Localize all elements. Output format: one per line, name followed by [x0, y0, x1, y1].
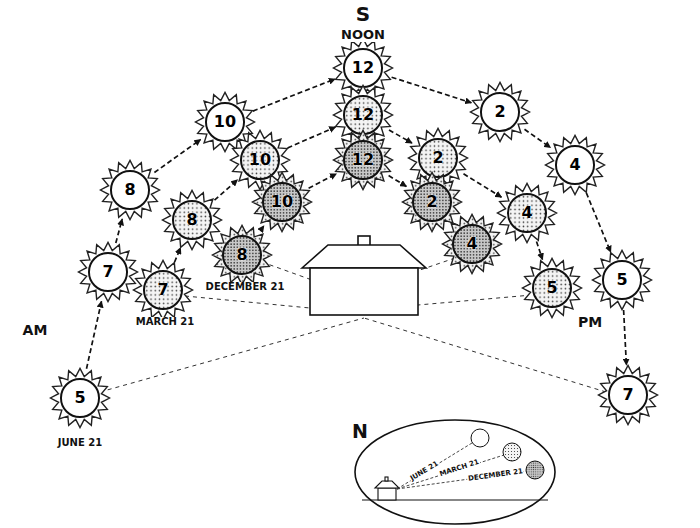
sun-path-arrow — [215, 180, 238, 200]
hour-number: 5 — [591, 249, 653, 311]
sun-path-arrow — [154, 140, 200, 173]
sun-path-arrow — [586, 193, 610, 252]
sun-circle: 12 — [332, 129, 394, 191]
direction-label: DECEMBER 21 — [205, 282, 286, 293]
sun-circle: 4 — [496, 182, 558, 244]
sun-path-arrow — [392, 77, 472, 103]
sun-path-arrow — [288, 127, 336, 148]
sun-path-arrow — [175, 248, 181, 263]
sun-circle: 2 — [469, 81, 531, 143]
sun-path-arrow — [624, 310, 627, 365]
sun-circle: 8 — [161, 189, 223, 251]
sun-path-arrow — [260, 226, 264, 231]
direction-label: N — [351, 422, 369, 442]
hour-number: 7 — [132, 259, 194, 321]
sun-path-arrow — [116, 219, 122, 243]
sun-circle: 8 — [211, 224, 273, 286]
hour-number: 5 — [521, 257, 583, 319]
sun-path-arrow — [389, 176, 407, 187]
direction-label: MARCH 21 — [135, 317, 196, 328]
hour-number: 7 — [77, 241, 139, 303]
hour-number: 7 — [597, 364, 659, 426]
direction-label: AM — [22, 323, 49, 338]
sun-circle: 5 — [49, 367, 111, 429]
sun-circle: 7 — [77, 241, 139, 303]
hour-number: 4 — [441, 213, 503, 275]
hour-number: 10 — [251, 171, 313, 233]
hour-number: 2 — [469, 81, 531, 143]
sun-circle: 4 — [441, 213, 503, 275]
hour-number: 8 — [161, 189, 223, 251]
hour-number: 4 — [496, 182, 558, 244]
hour-number: 8 — [99, 159, 161, 221]
sun-path-arrow — [464, 174, 502, 197]
hour-number: 5 — [49, 367, 111, 429]
direction-label: PM — [577, 315, 603, 330]
sun-path-arrow — [309, 174, 337, 188]
hour-number: 4 — [544, 134, 606, 196]
sun-path-arrow — [525, 129, 551, 147]
sun-path-arrow — [253, 79, 335, 111]
hour-number: 12 — [332, 129, 394, 191]
direction-label: JUNE 21 — [57, 438, 103, 449]
sun-path-arrow — [87, 301, 102, 368]
sun-circle: 7 — [597, 364, 659, 426]
sun-circle: 8 — [99, 159, 161, 221]
inset-circle — [355, 420, 555, 524]
sun-circle: 10 — [251, 171, 313, 233]
sun-circle: 5 — [591, 249, 653, 311]
house — [302, 236, 426, 315]
sun-path-arrow — [537, 242, 543, 260]
hour-number: 8 — [211, 224, 273, 286]
sun-circle: 7 — [132, 259, 194, 321]
sun-path-arrow — [389, 130, 412, 143]
direction-label: S — [355, 4, 371, 25]
sun-circle: 4 — [544, 134, 606, 196]
sight-lines — [100, 258, 606, 392]
direction-label: NOON — [340, 28, 386, 42]
sun-circle: 5 — [521, 257, 583, 319]
